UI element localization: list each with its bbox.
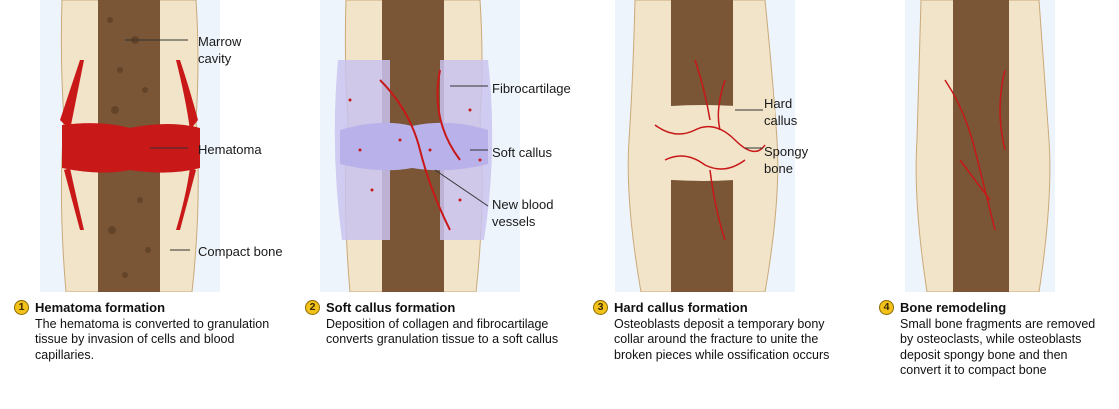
caption-stage-2-title: Soft callus formation	[326, 300, 455, 316]
label-hematoma: Hematoma	[198, 141, 262, 158]
step-2-badge: 2	[305, 300, 320, 315]
stage-4-illustration	[905, 0, 1055, 292]
caption-stage-3-title: Hard callus formation	[614, 300, 748, 316]
label-hard-callus: Hard callus	[764, 95, 797, 129]
caption-stage-2: 2 Soft callus formation Deposition of co…	[305, 300, 570, 348]
label-compact-bone: Compact bone	[198, 243, 283, 260]
label-fibrocartilage: Fibrocartilage	[492, 80, 571, 97]
caption-stage-2-body: Deposition of collagen and fibrocartilag…	[305, 317, 570, 348]
caption-stage-1-body: The hematoma is converted to granulation…	[14, 317, 284, 364]
stage-2-illustration	[320, 0, 520, 292]
step-1-badge: 1	[14, 300, 29, 315]
caption-stage-4-title: Bone remodeling	[900, 300, 1006, 316]
step-3-badge: 3	[593, 300, 608, 315]
caption-stage-4: 4 Bone remodeling Small bone fragments a…	[879, 300, 1109, 379]
label-new-blood-vessels: New blood vessels	[492, 196, 553, 230]
step-4-badge: 4	[879, 300, 894, 315]
caption-stage-4-body: Small bone fragments are removed by oste…	[879, 317, 1109, 379]
caption-stage-1: 1 Hematoma formation The hematoma is con…	[14, 300, 284, 363]
label-marrow-cavity: Marrow cavity	[198, 33, 241, 67]
label-soft-callus: Soft callus	[492, 144, 552, 161]
caption-stage-3: 3 Hard callus formation Osteoblasts depo…	[593, 300, 855, 363]
caption-stage-1-title: Hematoma formation	[35, 300, 165, 316]
label-spongy-bone: Spongy bone	[764, 143, 808, 177]
stage-1-illustration	[40, 0, 220, 292]
caption-stage-3-body: Osteoblasts deposit a temporary bony col…	[593, 317, 855, 364]
